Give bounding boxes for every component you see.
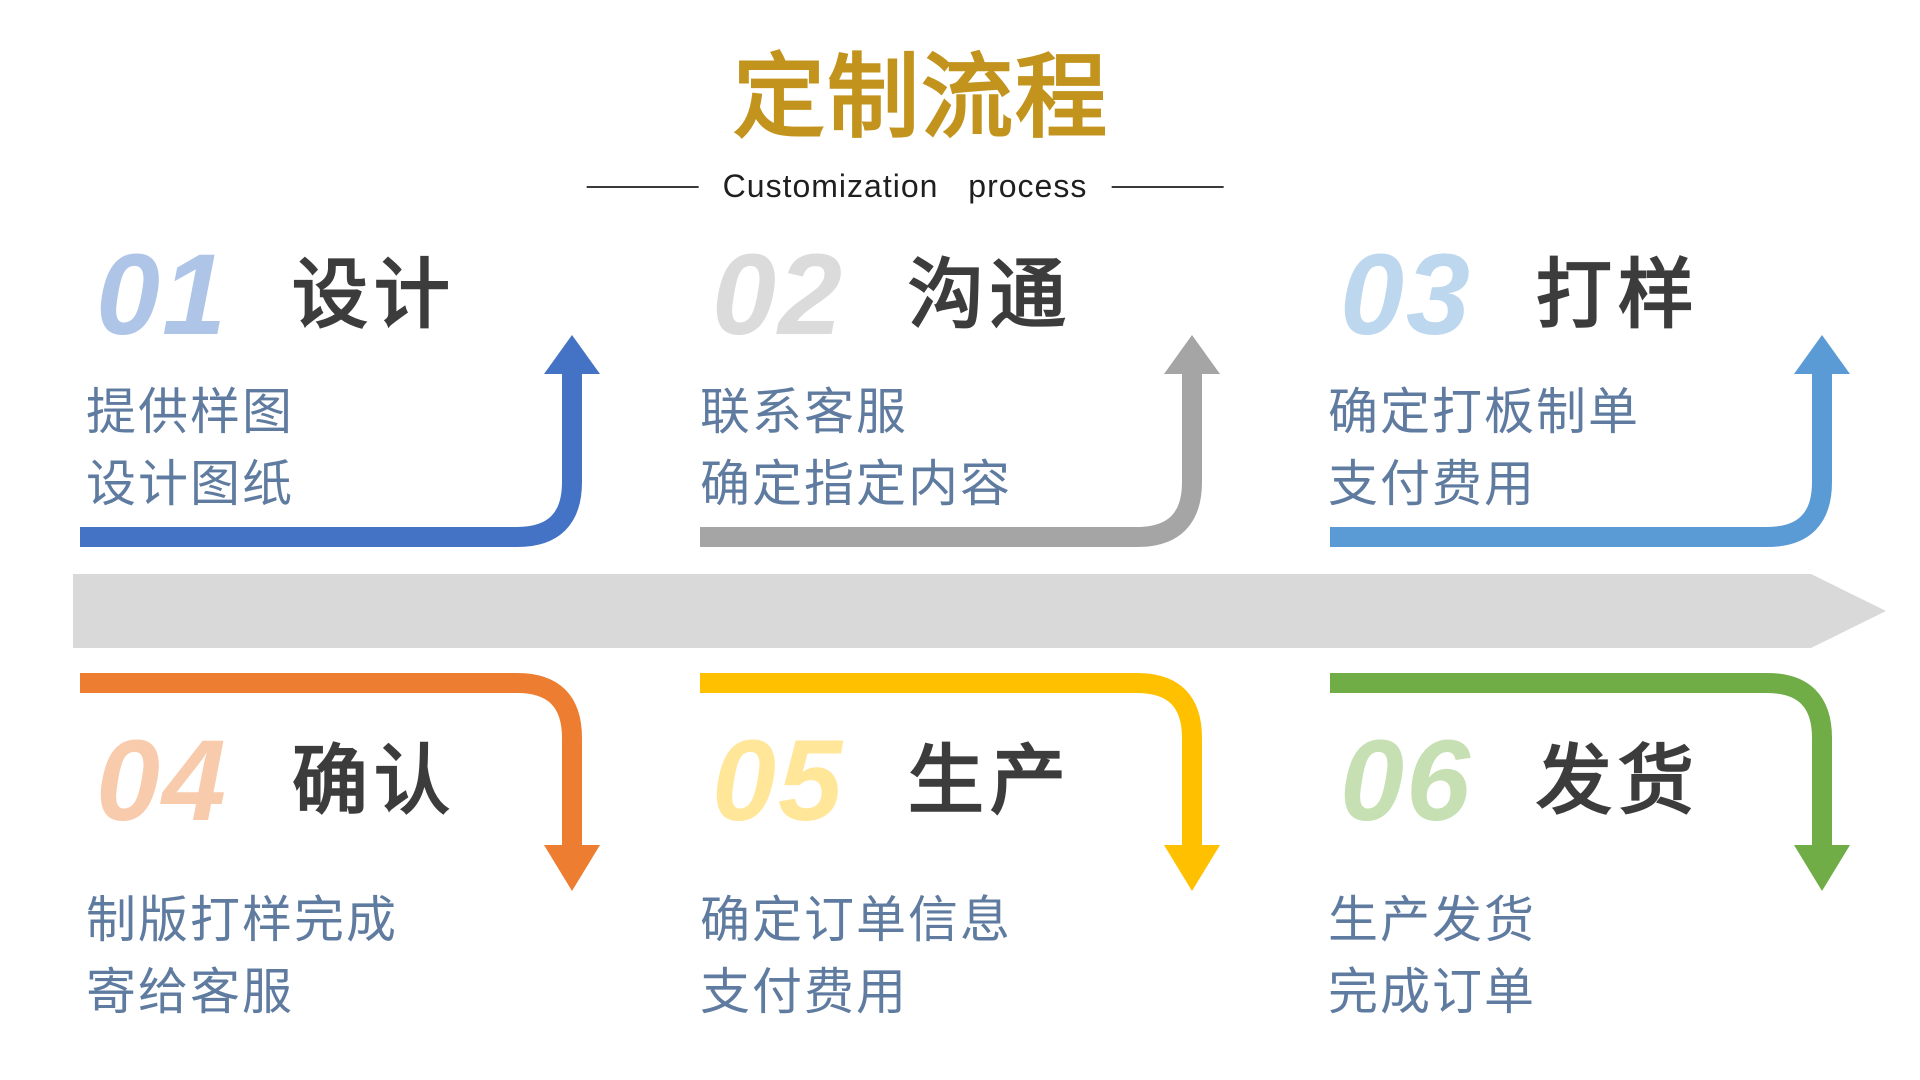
- step-05-desc-line1: 确定订单信息: [700, 892, 1012, 948]
- step-05-description: 确定订单信息 支付费用: [700, 884, 1012, 1028]
- step-02-header: 02 沟通: [712, 238, 1072, 353]
- page-subtitle-row: Customization process: [586, 168, 1224, 205]
- page-title: 定制流程: [732, 47, 1110, 149]
- step-01-arrow-up-icon: [80, 335, 600, 547]
- step-05-number: 05: [712, 717, 844, 845]
- step-03-title: 打样: [1535, 252, 1700, 338]
- step-04-arrow-down-icon: [80, 673, 600, 891]
- step-06-arrow-down-icon: [1330, 673, 1850, 891]
- step-02-description: 联系客服 确定指定内容: [700, 376, 1012, 520]
- step-06-desc-line2: 完成订单: [1328, 964, 1536, 1020]
- step-03-arrow-up-icon: [1330, 335, 1850, 547]
- step-02-number: 02: [712, 231, 844, 359]
- step-04-number: 04: [96, 717, 228, 845]
- step-01-desc-line1: 提供样图: [86, 384, 294, 440]
- step-04-desc-line2: 寄给客服: [86, 964, 294, 1020]
- step-02-desc-line1: 联系客服: [700, 384, 908, 440]
- step-05-header: 05 生产: [712, 724, 1072, 839]
- step-04-description: 制版打样完成 寄给客服: [86, 884, 398, 1028]
- step-03-desc-line2: 支付费用: [1328, 456, 1536, 512]
- subtitle-right-line: [1111, 185, 1224, 188]
- step-06-description: 生产发货 完成订单: [1328, 884, 1536, 1028]
- step-04-header: 04 确认: [96, 724, 456, 839]
- step-02-desc-line2: 确定指定内容: [700, 456, 1012, 512]
- step-03-description: 确定打板制单 支付费用: [1328, 376, 1640, 520]
- step-03-number: 03: [1340, 231, 1472, 359]
- step-01-title: 设计: [291, 252, 456, 338]
- step-01-header: 01 设计: [96, 238, 456, 353]
- step-05-title: 生产: [907, 738, 1072, 824]
- step-06-title: 发货: [1535, 738, 1700, 824]
- step-05-arrow-down-icon: [700, 673, 1220, 891]
- step-06-number: 06: [1340, 717, 1472, 845]
- step-05-desc-line2: 支付费用: [700, 964, 908, 1020]
- step-06-desc-line1: 生产发货: [1328, 892, 1536, 948]
- step-01-description: 提供样图 设计图纸: [86, 376, 294, 520]
- step-01-desc-line2: 设计图纸: [86, 456, 294, 512]
- step-06-header: 06 发货: [1340, 724, 1700, 839]
- subtitle-left-line: [586, 185, 699, 188]
- step-04-desc-line1: 制版打样完成: [86, 892, 398, 948]
- step-03-header: 03 打样: [1340, 238, 1700, 353]
- step-01-number: 01: [96, 231, 228, 359]
- page-subtitle: Customization process: [722, 168, 1088, 204]
- timeline-arrow: [73, 574, 1886, 648]
- step-03-desc-line1: 确定打板制单: [1328, 384, 1640, 440]
- step-02-arrow-up-icon: [700, 335, 1220, 547]
- step-02-title: 沟通: [907, 252, 1072, 338]
- step-04-title: 确认: [291, 738, 456, 824]
